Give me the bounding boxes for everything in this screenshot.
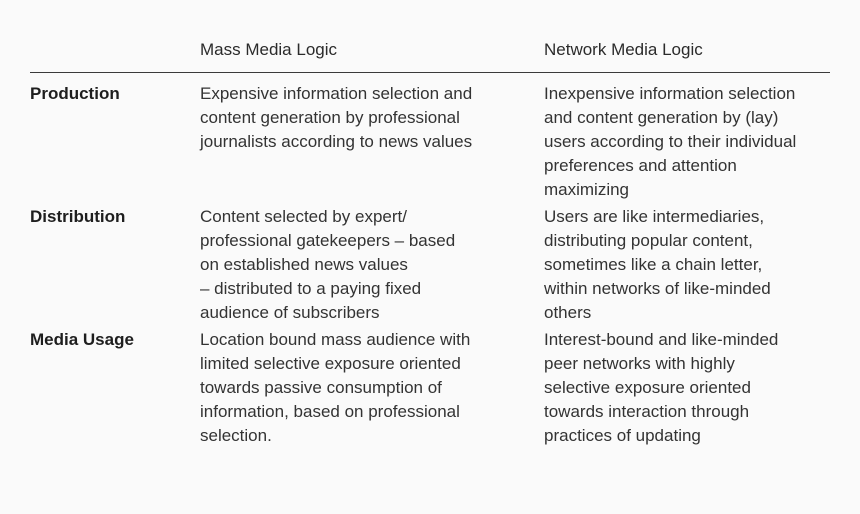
cell-production-mass: Expensive information selection and cont… [200,82,520,154]
table-row-production: Production Expensive information selecti… [30,82,830,205]
cell-media-usage-mass: Location bound mass audience with limite… [200,328,520,448]
cell-line: Content selected by expert/ [200,207,407,226]
cell-line: users according to their individual [544,132,797,151]
cell-line: towards passive consumption of [200,378,442,397]
cell-line: Expensive information selection and [200,84,473,103]
cell-line: others [544,303,592,322]
cell-distribution-network: Users are like intermediaries, distribut… [544,205,844,325]
table-header-row: Mass Media Logic Network Media Logic [30,0,830,73]
cell-distribution-mass: Content selected by expert/ professional… [200,205,520,325]
cell-line: within networks of like-minded [544,279,771,298]
cell-line: peer networks with highly [544,354,735,373]
table-row-media-usage: Media Usage Location bound mass audience… [30,328,830,458]
cell-line: selection. [200,426,272,445]
cell-production-network: Inexpensive information selection and co… [544,82,844,202]
cell-line: selective exposure oriented [544,378,751,397]
cell-line: maximizing [544,180,630,199]
cell-line: information, based on professional [200,402,460,421]
cell-line: practices of updating [544,426,701,445]
row-label-production: Production [30,84,120,103]
cell-line: content generation by professional [200,108,460,127]
row-label-distribution: Distribution [30,207,126,226]
cell-line: Inexpensive information selection [544,84,796,103]
cell-line: limited selective exposure oriented [200,354,461,373]
cell-line: preferences and attention [544,156,737,175]
cell-line: distributing popular content, [544,231,753,250]
table-row-distribution: Distribution Content selected by expert/… [30,205,830,328]
cell-line: and content generation by (lay) [544,108,779,127]
row-label-media-usage: Media Usage [30,330,134,349]
cell-line: Interest-bound and like-minded [544,330,779,349]
cell-line: – distributed to a paying fixed [200,279,422,298]
cell-line: professional gatekeepers – based [200,231,456,250]
cell-line: audience of subscribers [200,303,380,322]
cell-line: on established news values [200,255,408,274]
cell-line: towards interaction through [544,402,750,421]
cell-line: Users are like intermediaries, [544,207,765,226]
comparison-table: Mass Media Logic Network Media Logic Pro… [30,0,830,458]
cell-line: sometimes like a chain letter, [544,255,763,274]
cell-media-usage-network: Interest-bound and like-minded peer netw… [544,328,844,448]
cell-line: journalists according to news values [200,132,473,151]
cell-line: Location bound mass audience with [200,330,471,349]
header-mass-media-logic: Mass Media Logic [200,40,338,59]
header-network-media-logic: Network Media Logic [544,40,703,59]
